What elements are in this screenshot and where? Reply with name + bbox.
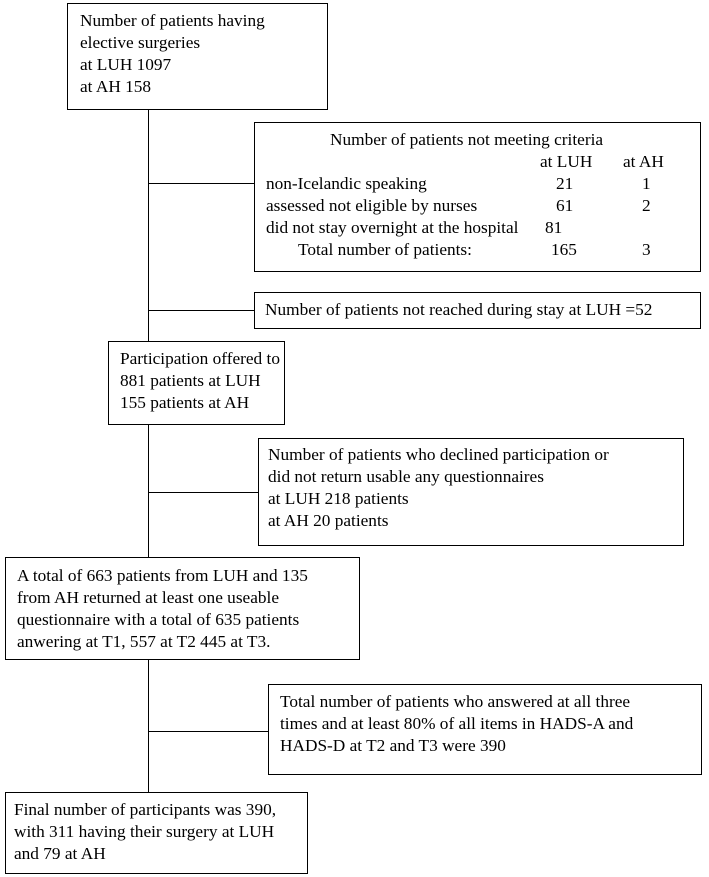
returned-line: from AH returned at least one useable (17, 588, 280, 607)
box-final: Final number of participants was 390, wi… (5, 792, 308, 874)
offered-line: 881 patients at LUH (120, 371, 261, 390)
criteria-row: non-Icelandic speaking 21 1 (266, 173, 664, 195)
criteria-col-luh: at LUH (540, 152, 593, 171)
box-not-reached: Number of patients not reached during st… (254, 292, 701, 329)
criteria-label: assessed not eligible by nurses (266, 196, 478, 215)
criteria-total-row: Total number of patients: 165 3 (266, 239, 664, 261)
box-returned: A total of 663 patients from LUH and 135… (5, 557, 360, 660)
criteria-luh-value: 81 (545, 218, 563, 237)
final-line: Final number of participants was 390, (14, 800, 277, 819)
not-reached-text: Number of patients not reached during st… (265, 300, 653, 319)
answered-all-line: HADS-D at T2 and T3 were 390 (280, 736, 506, 755)
box-start-line: elective surgeries (80, 33, 201, 52)
box-start: Number of patients having elective surge… (67, 3, 328, 110)
box-start-line: at AH 158 (80, 77, 152, 96)
final-line: and 79 at AH (14, 844, 106, 863)
criteria-title: Number of patients not meeting criteria (330, 130, 604, 149)
criteria-row: assessed not eligible by nurses 61 2 (266, 195, 664, 217)
connector-criteria (148, 183, 254, 185)
declined-line: did not return usable any questionnaires (268, 467, 544, 486)
criteria-label: Total number of patients: (298, 240, 472, 259)
connector-not-reached (148, 310, 254, 312)
box-criteria: Number of patients not meeting criteria … (254, 122, 701, 272)
box-offered: Participation offered to 881 patients at… (108, 341, 285, 425)
criteria-row: did not stay overnight at the hospital 8… (266, 217, 664, 239)
returned-line: questionnaire with a total of 635 patien… (17, 610, 300, 629)
returned-line: A total of 663 patients from LUH and 135 (17, 566, 308, 585)
criteria-label: non-Icelandic speaking (266, 174, 427, 193)
main-flow-line (148, 110, 150, 792)
criteria-luh-value: 165 (551, 240, 577, 259)
criteria-label: did not stay overnight at the hospital (266, 218, 519, 237)
declined-line: at LUH 218 patients (268, 489, 409, 508)
criteria-luh-value: 61 (556, 196, 574, 215)
final-line: with 311 having their surgery at LUH (14, 822, 275, 841)
criteria-table: at LUH at AH non-Icelandic speaking 21 1… (266, 151, 664, 261)
connector-declined (148, 492, 258, 494)
criteria-col-ah: at AH (623, 152, 664, 171)
returned-line: anwering at T1, 557 at T2 445 at T3. (17, 632, 271, 651)
criteria-ah-value: 3 (642, 240, 651, 259)
criteria-header-row: at LUH at AH (266, 151, 664, 173)
box-start-line: at LUH 1097 (80, 55, 172, 74)
declined-line: at AH 20 patients (268, 511, 389, 530)
connector-answered-all (148, 731, 268, 733)
answered-all-line: times and at least 80% of all items in H… (280, 714, 634, 733)
criteria-ah-value (606, 217, 664, 239)
criteria-ah-value: 2 (642, 196, 651, 215)
box-answered-all: Total number of patients who answered at… (268, 684, 702, 775)
box-declined: Number of patients who declined particip… (258, 438, 684, 546)
criteria-ah-value: 1 (642, 174, 651, 193)
offered-line: Participation offered to (120, 349, 280, 368)
declined-line: Number of patients who declined particip… (268, 445, 609, 464)
box-start-line: Number of patients having (80, 11, 265, 30)
offered-line: 155 patients at AH (120, 393, 250, 412)
criteria-luh-value: 21 (556, 174, 574, 193)
answered-all-line: Total number of patients who answered at… (280, 692, 631, 711)
